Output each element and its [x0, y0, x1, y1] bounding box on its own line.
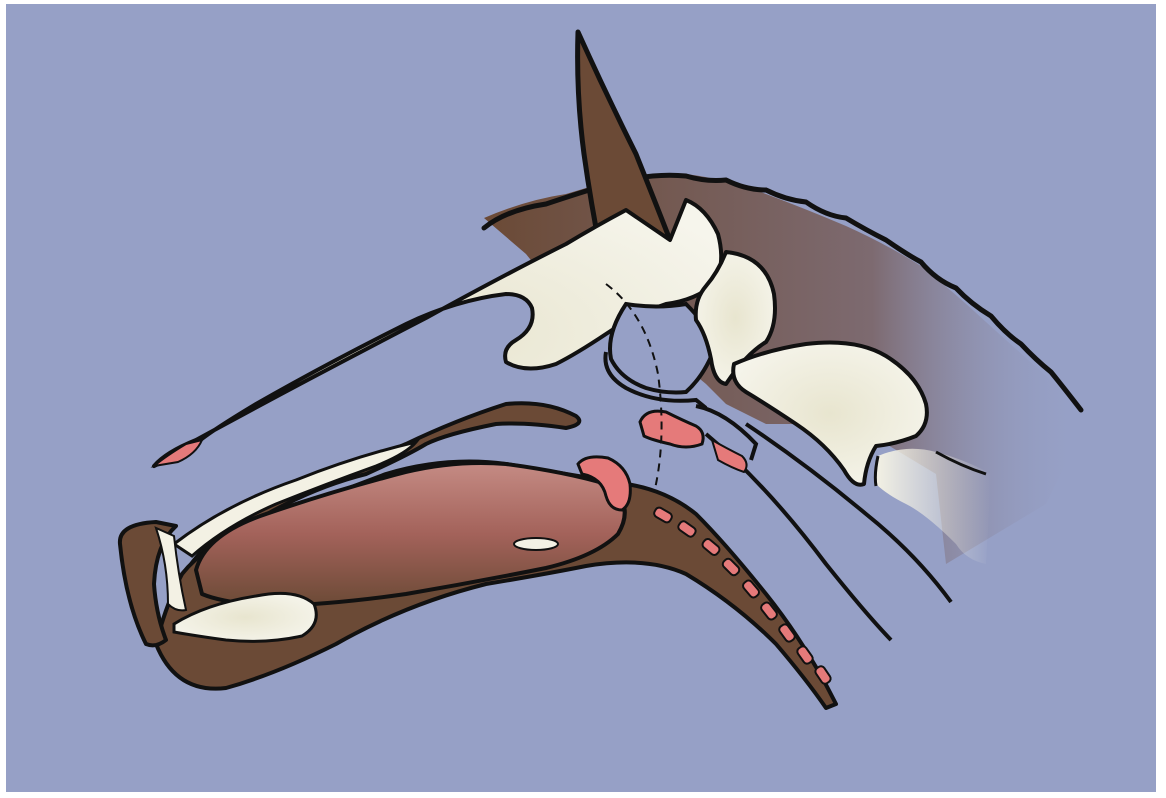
mandible-foramen	[514, 538, 558, 550]
diagram-panel	[6, 4, 1156, 792]
horse-head-anatomy-diagram	[6, 4, 1156, 792]
